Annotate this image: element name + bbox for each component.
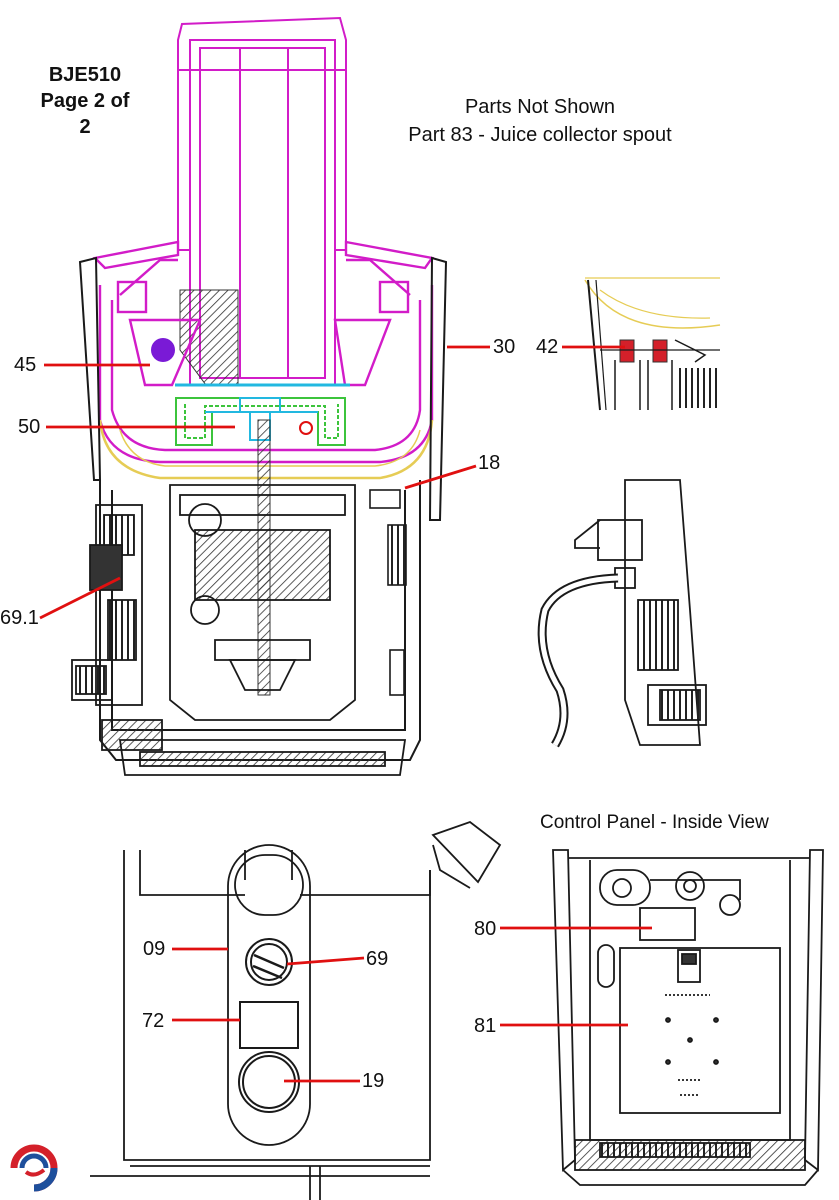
callout-45: 45 [14,354,37,376]
switch-assembly-left [71,504,163,751]
pusher-wedge [179,289,239,386]
leader-69-1 [39,576,121,620]
main-cross-section [71,16,448,776]
switch-side-detail [537,479,707,748]
callout-42: 42 [536,336,559,358]
front-control-view [90,820,502,1200]
control-panel-inside-view [552,849,824,1186]
brand-logo [10,1144,58,1192]
leader-lines [39,345,652,1083]
detail-view-42 [584,277,721,411]
page-total: 2 [79,116,91,138]
parts-not-shown-heading: Parts Not Shown [464,96,616,118]
page-indicator: Page 2 of [40,90,130,112]
callout-19: 19 [362,1070,385,1092]
motor [169,484,356,721]
leader-69 [286,956,365,966]
parts-not-shown-note: Parts Not Shown Part 83 - Juice collecto… [350,93,730,149]
callout-30: 30 [493,336,516,358]
base [118,739,407,776]
locking-knob-45 [151,338,175,362]
callout-18: 18 [478,452,501,474]
model-number: BJE510 [48,64,122,86]
label-plate-72 [239,1001,299,1049]
callout-69-1: 69.1 [0,607,39,629]
parts-not-shown-item: Part 83 - Juice collector spout [408,124,672,146]
valve [299,421,313,435]
page-title: BJE510 Page 2 of 2 [20,62,150,140]
control-panel-label: Control Panel - Inside View [540,812,769,833]
leader-18 [404,464,477,490]
callout-50: 50 [18,416,41,438]
callout-72: 72 [142,1010,165,1032]
callout-69: 69 [366,948,389,970]
callout-81: 81 [474,1015,497,1037]
right-ribs [369,489,407,696]
callout-09: 09 [143,938,166,960]
callout-80: 80 [474,918,497,940]
dial-69 [245,938,293,986]
